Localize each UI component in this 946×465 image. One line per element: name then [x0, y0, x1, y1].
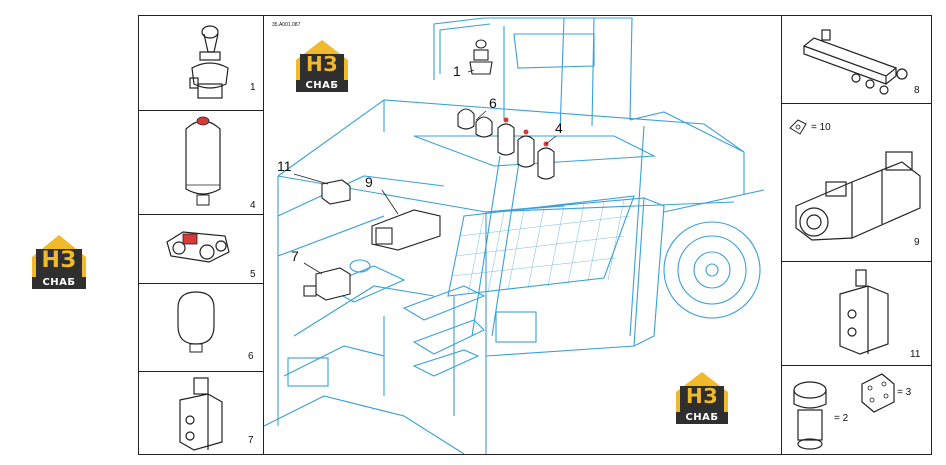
part-filter-illustration	[788, 380, 834, 452]
left-parts-column	[138, 15, 264, 455]
part-solenoid-valve-illustration	[176, 376, 226, 452]
part-plate-illustration	[858, 372, 898, 414]
panel-number: 4	[250, 200, 256, 211]
brand-text: СНАБ	[305, 80, 339, 91]
part-valve-block-illustration	[163, 222, 235, 268]
gasket-equals-label: = 10	[811, 122, 831, 133]
filter-equals-label: = 2	[834, 413, 849, 424]
part-accumulator-illustration	[180, 115, 226, 211]
brand-logo-top: НЗ СНАБ	[292, 38, 352, 94]
callout-6: 6	[489, 95, 497, 111]
plate-equals-label: = 3	[897, 387, 912, 398]
panel-number: 6	[248, 351, 254, 362]
brand-logo-bottom: НЗ СНАБ	[672, 370, 732, 426]
divider	[138, 283, 264, 284]
panel-number: 5	[250, 269, 256, 280]
part-joystick-illustration	[178, 22, 238, 106]
truck-line-drawing	[264, 16, 781, 454]
brand-logo-left: НЗ СНАБ	[28, 233, 90, 291]
divider	[138, 371, 264, 372]
part-manifold-illustration	[800, 24, 910, 96]
part-valve-illustration	[834, 268, 894, 360]
part-gasket-icon	[788, 118, 808, 136]
drawing-reference: 35.A001.087	[272, 22, 301, 28]
brand-mark: НЗ	[306, 52, 338, 76]
callout-11: 11	[277, 158, 292, 174]
panel-number: 7	[248, 435, 254, 446]
panel-number: 11	[910, 349, 921, 360]
part-pump-illustration	[792, 148, 926, 248]
brand-text: СНАБ	[42, 277, 76, 288]
callout-7: 7	[291, 248, 299, 264]
panel-number: 1	[250, 82, 256, 93]
divider	[781, 103, 932, 104]
brand-mark: НЗ	[41, 248, 77, 273]
brand-mark: НЗ	[686, 384, 718, 408]
right-parts-column	[781, 15, 932, 455]
callout-9: 9	[365, 174, 373, 190]
panel-number: 8	[914, 85, 920, 96]
part-small-accumulator-illustration	[174, 290, 218, 356]
divider	[138, 214, 264, 215]
divider	[781, 365, 932, 366]
brand-text: СНАБ	[685, 412, 719, 423]
callout-4: 4	[555, 120, 563, 136]
panel-number: 9	[914, 237, 920, 248]
diagram-frame	[138, 15, 932, 455]
callout-1: 1	[453, 63, 461, 79]
divider	[138, 110, 264, 111]
divider	[781, 261, 932, 262]
